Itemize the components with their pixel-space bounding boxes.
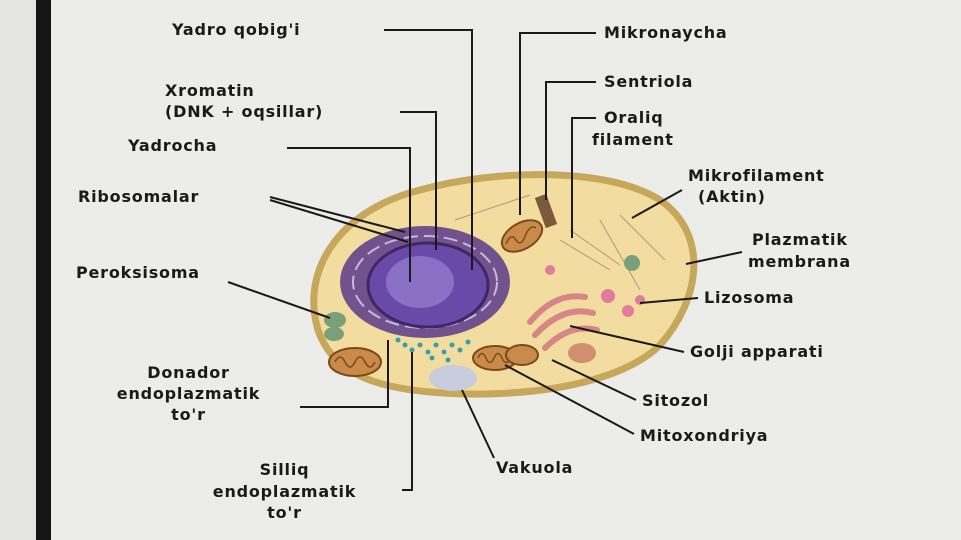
peroxisome bbox=[324, 312, 346, 328]
label-peroksisoma: Peroksisoma bbox=[76, 263, 200, 282]
label-xromatin: Xromatin bbox=[165, 81, 255, 100]
label-donador-3: to'r bbox=[171, 405, 206, 424]
label-vakuola: Vakuola bbox=[496, 458, 574, 477]
label-donador-1: Donador bbox=[147, 363, 230, 382]
leader-lines bbox=[227, 29, 743, 491]
label-silliq-1: Silliq bbox=[259, 460, 310, 479]
mitochondria-group bbox=[328, 219, 544, 377]
label-mitoxondriya: Mitoxondriya bbox=[640, 426, 769, 445]
vacuole bbox=[429, 365, 477, 391]
label-mikrofilament-sub: (Aktin) bbox=[698, 187, 766, 206]
label-mikronaycha: Mikronaycha bbox=[604, 23, 728, 42]
label-yadro-qobigi: Yadro qobig'i bbox=[172, 20, 301, 39]
cytoskeleton bbox=[454, 194, 666, 291]
centriole bbox=[534, 193, 558, 229]
label-plazmatik: Plazmatik bbox=[752, 230, 848, 249]
label-donador-2: endoplazmatik bbox=[116, 384, 261, 403]
label-lizosoma: Lizosoma bbox=[704, 288, 795, 307]
label-ribosomalar: Ribosomalar bbox=[78, 187, 200, 206]
left-margin bbox=[0, 0, 36, 540]
label-plazmatik-sub: membrana bbox=[748, 252, 851, 271]
ribosomes bbox=[395, 337, 471, 363]
label-sitozol: Sitozol bbox=[642, 391, 710, 410]
label-oraliq: Oraliq bbox=[604, 108, 664, 127]
left-border-bar bbox=[36, 0, 51, 540]
label-silliq-3: to'r bbox=[267, 503, 302, 522]
label-sentriola: Sentriola bbox=[604, 72, 694, 91]
label-golji: Golji apparati bbox=[690, 342, 824, 361]
label-silliq-2: endoplazmatik bbox=[212, 482, 357, 501]
golgi-apparatus bbox=[527, 293, 600, 351]
lysosome bbox=[601, 289, 615, 303]
label-xromatin-sub: (DNK + oqsillar) bbox=[165, 102, 324, 121]
peroxisome-small bbox=[624, 255, 640, 271]
label-yadrocha: Yadrocha bbox=[128, 136, 218, 155]
nucleolus bbox=[386, 256, 454, 308]
label-mikrofilament: Mikrofilament bbox=[688, 166, 825, 185]
label-oraliq-sub: filament bbox=[592, 130, 674, 149]
